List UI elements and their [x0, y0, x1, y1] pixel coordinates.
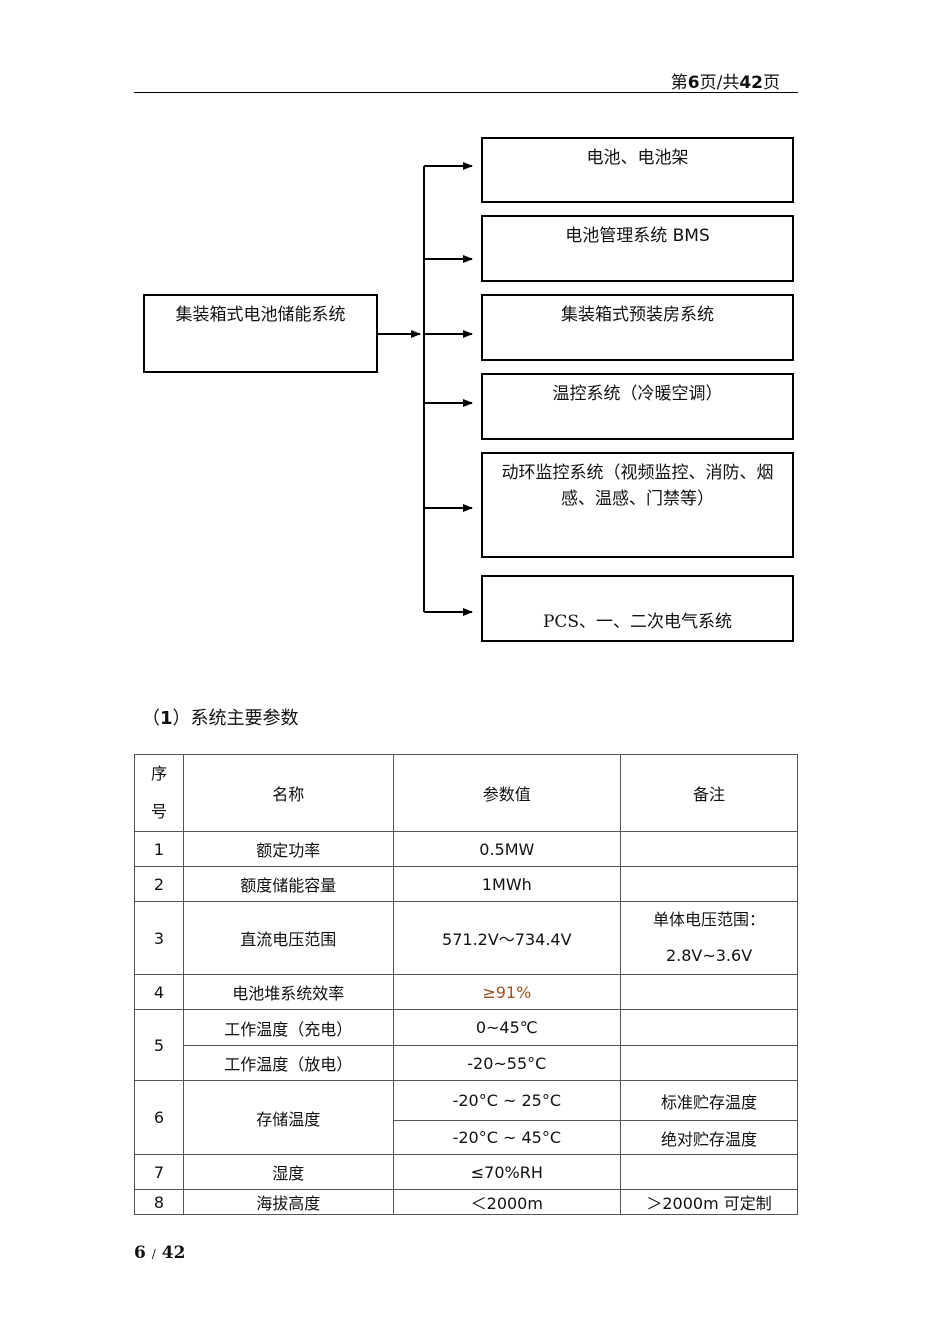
table-row: 3 直流电压范围 571.2V～734.4V 单体电压范围：2.8V~3.6V	[134, 901, 798, 975]
cell-name: 存储温度	[182, 1080, 394, 1155]
cell-no: 2	[134, 866, 184, 902]
header-suffix: 页	[763, 73, 780, 93]
footer-total: 42	[161, 1243, 186, 1263]
cell-note: ＞2000m 可定制	[620, 1189, 798, 1215]
cell-note	[620, 974, 798, 1010]
cell-name: 额定功率	[182, 831, 394, 867]
header-page-number: 6	[687, 73, 700, 93]
cell-note	[620, 1154, 798, 1190]
cell-name: 电池堆系统效率	[182, 974, 394, 1010]
cell-name: 直流电压范围	[182, 901, 394, 975]
table-row: -20°C ~ 45°C 绝对贮存温度	[135, 1120, 798, 1155]
child-node-container: 集装箱式预装房系统	[481, 294, 794, 361]
header-total-pages: 42	[739, 73, 763, 93]
cell-value: ≤70%RH	[392, 1154, 622, 1190]
section-number: 1	[160, 708, 173, 729]
cell-value: ≥91%	[392, 974, 622, 1010]
header-mid: 页/共	[699, 73, 740, 93]
page-footer: 6 / 42	[134, 1243, 185, 1263]
section-title: （1）系统主要参数	[142, 708, 299, 729]
cell-note: 标准贮存温度	[620, 1080, 798, 1121]
cell-no: 7	[134, 1154, 184, 1190]
header-rule	[134, 92, 798, 93]
root-node: 集装箱式电池储能系统	[143, 294, 378, 373]
cell-name: 海拔高度	[182, 1189, 394, 1215]
cell-no: 8	[134, 1189, 184, 1215]
child-node-monitoring: 动环监控系统（视频监控、消防、烟感、温感、门禁等）	[481, 452, 794, 558]
header-prefix: 第	[670, 73, 688, 93]
parameter-table: 序号 名称 参数值 备注 1 额定功率 0.5MW 2 额度储能容量 1MWh …	[134, 754, 798, 1215]
header-no: 序号	[134, 754, 184, 832]
cell-value: 0.5MW	[392, 831, 622, 867]
table-header-row: 序号 名称 参数值 备注	[134, 754, 798, 832]
cell-value: -20°C ~ 25°C	[392, 1080, 622, 1121]
cell-name: 额度储能容量	[182, 866, 394, 902]
header-name: 名称	[182, 754, 394, 832]
child-node-battery: 电池、电池架	[481, 137, 794, 203]
table-row: 5 工作温度（充电） 0~45℃	[134, 1009, 798, 1081]
page-header: 第6页/共42页	[671, 68, 780, 93]
cell-no: 4	[134, 974, 184, 1010]
table-row: 2 额度储能容量 1MWh	[134, 866, 798, 902]
cell-value: -20°C ~ 45°C	[392, 1120, 622, 1155]
footer-page: 6	[134, 1243, 146, 1263]
cell-note	[620, 866, 798, 902]
child-node-bms: 电池管理系统 BMS	[481, 215, 794, 282]
table-row: 8 海拔高度 ＜2000m ＞2000m 可定制	[134, 1189, 798, 1215]
cell-note: 绝对贮存温度	[620, 1120, 798, 1155]
cell-name: 工作温度（充电）	[182, 1009, 394, 1046]
table-row: 4 电池堆系统效率 ≥91%	[134, 974, 798, 1010]
table-row: 1 额定功率 0.5MW	[134, 831, 798, 867]
header-note: 备注	[620, 754, 798, 832]
child-node-pcs: PCS、一、二次电气系统	[481, 575, 794, 642]
cell-note	[620, 831, 798, 867]
cell-note	[620, 1045, 798, 1081]
cell-no: 6	[134, 1080, 184, 1155]
diagram-connectors	[378, 162, 473, 616]
cell-value: 571.2V～734.4V	[392, 901, 622, 975]
cell-value: 1MWh	[392, 866, 622, 902]
header-value: 参数值	[392, 754, 622, 832]
cell-no: 5	[134, 1009, 184, 1081]
cell-value: -20~55°C	[392, 1045, 622, 1081]
cell-no: 3	[134, 901, 184, 975]
section-title-text: 系统主要参数	[190, 708, 299, 729]
table-row: 6 存储温度 -20°C ~ 25°C 标准贮存温度	[134, 1080, 798, 1155]
cell-value: ＜2000m	[392, 1189, 622, 1215]
table-row: 工作温度（放电） -20~55°C	[135, 1045, 798, 1081]
footer-sep: /	[151, 1247, 156, 1261]
cell-name: 湿度	[182, 1154, 394, 1190]
cell-name: 工作温度（放电）	[182, 1045, 394, 1081]
cell-note: 单体电压范围：2.8V~3.6V	[620, 901, 798, 975]
table-row: 7 湿度 ≤70%RH	[134, 1154, 798, 1190]
cell-note	[620, 1009, 798, 1046]
child-node-hvac: 温控系统（冷暖空调）	[481, 373, 794, 440]
cell-value: 0~45℃	[392, 1009, 622, 1046]
cell-no: 1	[134, 831, 184, 867]
